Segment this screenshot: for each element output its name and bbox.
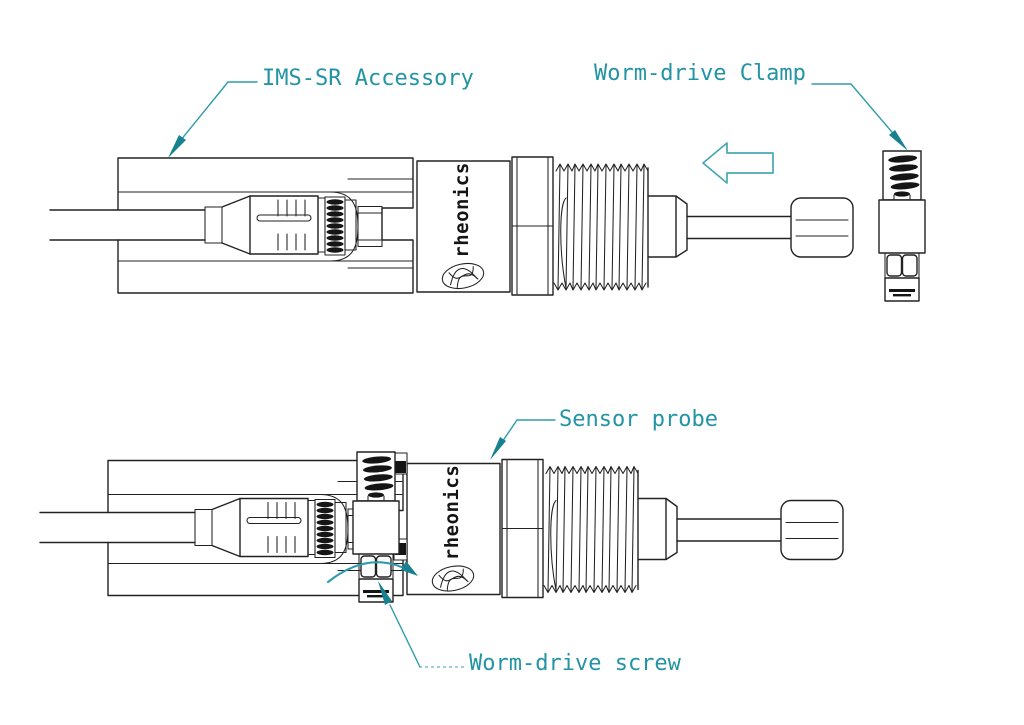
insert-direction-arrow-icon: [702, 142, 774, 184]
worm-drive-clamp-detached: [878, 150, 926, 302]
probe-label: Sensor probe: [559, 407, 718, 432]
worm-drive-clamp-mounted: [352, 451, 400, 603]
rotation-arrow-icon: [326, 561, 418, 584]
top-assembly-drawing: [49, 156, 854, 296]
accessory-label: IMS-SR Accessory: [262, 66, 474, 91]
leader-probe: [490, 419, 556, 460]
screw-label: Worm-drive screw: [469, 651, 681, 676]
leader-screw: [378, 581, 464, 668]
clamp-label: Worm-drive Clamp: [594, 61, 806, 86]
bottom-assembly-drawing: [39, 458, 844, 599]
leader-clamp: [811, 83, 908, 151]
leader-accessory: [168, 81, 258, 158]
